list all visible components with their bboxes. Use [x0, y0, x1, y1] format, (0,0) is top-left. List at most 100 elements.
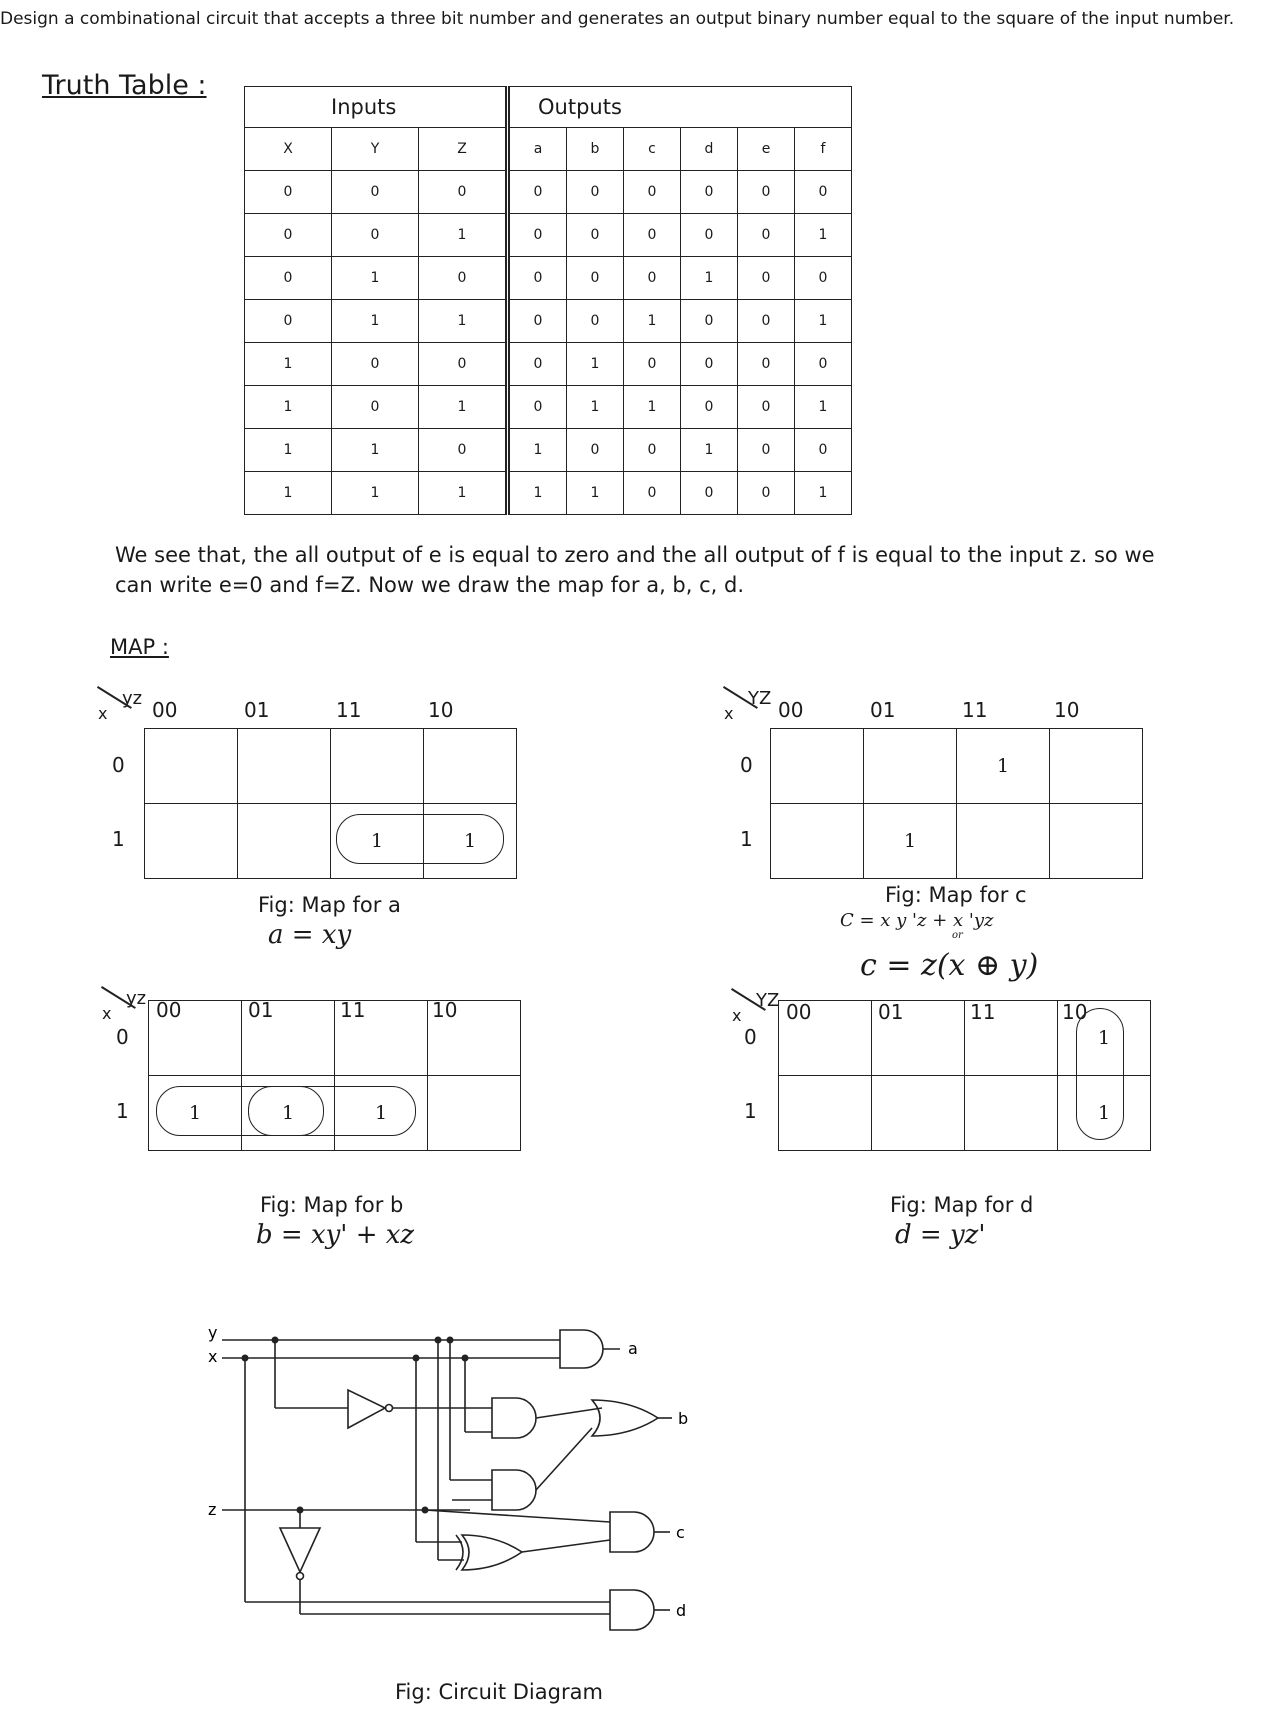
kmap-b-row-label: 0	[116, 1025, 129, 1049]
col-header-e: e	[737, 127, 795, 171]
kmap-cell	[964, 1000, 1058, 1076]
col-header-y: Y	[331, 127, 419, 171]
kmap-a-row-label: 0	[112, 753, 125, 777]
map-section-title: MAP :	[110, 635, 169, 659]
truth-table-title: Truth Table :	[42, 70, 207, 101]
kmap-cell	[237, 803, 331, 879]
kmap-c-row-var: x	[724, 704, 734, 723]
table-cell: 1	[680, 256, 738, 300]
kmap-a-row-var: x	[98, 704, 108, 723]
kmap-cell	[241, 1000, 335, 1076]
output-label-d: d	[676, 1601, 686, 1620]
kmap-a-col-label: 01	[244, 698, 270, 722]
kmap-c-row-label: 0	[740, 753, 753, 777]
circuit-diagram: y x z a b c d	[208, 1323, 688, 1631]
table-cell: 0	[331, 342, 419, 386]
table-cell: 0	[794, 428, 852, 472]
table-cell: 1	[566, 385, 624, 429]
kmap-a-group-loop	[336, 814, 504, 864]
problem-statement: Design a combinational circuit that acce…	[0, 9, 1235, 29]
table-cell: 0	[794, 256, 852, 300]
kmap-cell	[330, 728, 424, 804]
table-cell: 0	[507, 170, 567, 214]
table-cell: 1	[507, 471, 567, 515]
kmap-c-col-label: 00	[778, 698, 804, 722]
kmap-d-col-var: YZ	[756, 990, 780, 1011]
table-cell: 0	[680, 170, 738, 214]
table-cell: 1	[331, 471, 419, 515]
kmap-c-equation-2: c = z(x ⊕ y)	[860, 948, 1039, 983]
table-cell: 1	[244, 342, 332, 386]
table-cell: 1	[418, 471, 510, 515]
kmap-cell	[1049, 728, 1143, 804]
kmap-cell	[237, 728, 331, 804]
col-header-a: a	[507, 127, 567, 171]
table-cell: 0	[331, 213, 419, 257]
table-cell: 1	[566, 471, 624, 515]
table-cell: 0	[507, 213, 567, 257]
table-cell: 1	[794, 385, 852, 429]
kmap-a-col-label: 11	[336, 698, 362, 722]
table-cell: 0	[566, 256, 624, 300]
kmap-cell	[871, 1075, 965, 1151]
table-cell: 0	[737, 170, 795, 214]
table-cell: 1	[418, 213, 510, 257]
kmap-b-row-var: x	[102, 1004, 112, 1023]
table-cell: 0	[737, 471, 795, 515]
table-cell: 0	[244, 299, 332, 343]
table-cell: 0	[507, 342, 567, 386]
table-cell: 0	[244, 256, 332, 300]
kmap-a-row-label: 1	[112, 827, 125, 851]
table-cell: 0	[623, 256, 681, 300]
kmap-row	[144, 728, 517, 804]
table-cell: 0	[507, 385, 567, 429]
kmap-cell	[144, 728, 238, 804]
col-header-c: c	[623, 127, 681, 171]
col-header-x: X	[244, 127, 332, 171]
table-cell: 0	[623, 170, 681, 214]
table-cell: 0	[566, 299, 624, 343]
kmap-b-group-loop	[156, 1086, 324, 1136]
table-cell: 1	[418, 385, 510, 429]
kmap-cell	[964, 1075, 1058, 1151]
table-cell: 0	[566, 170, 624, 214]
table-cell: 0	[737, 256, 795, 300]
table-cell: 0	[794, 342, 852, 386]
kmap-c-col-label: 01	[870, 698, 896, 722]
table-cell: 1	[331, 299, 419, 343]
table-cell: 1	[244, 428, 332, 472]
table-cell: 0	[418, 428, 510, 472]
kmap-cell: 1	[956, 728, 1050, 804]
table-cell: 0	[623, 213, 681, 257]
kmap-cell: 1	[423, 803, 517, 879]
input-label-y: y	[208, 1323, 217, 1342]
kmap-row: 1	[770, 728, 1143, 804]
kmap-cell	[1049, 803, 1143, 879]
table-cell: 1	[244, 471, 332, 515]
kmap-cell	[871, 1000, 965, 1076]
table-cell: 1	[794, 471, 852, 515]
kmap-row	[148, 1000, 521, 1076]
kmap-a-col-var: yz	[122, 688, 143, 709]
kmap-b-row-label: 1	[116, 1099, 129, 1123]
kmap-d-row-var: x	[732, 1006, 742, 1025]
table-cell: 0	[623, 471, 681, 515]
table-cell: 1	[623, 385, 681, 429]
inputs-group-header: Inputs	[244, 86, 510, 128]
table-cell: 0	[418, 256, 510, 300]
kmap-cell	[778, 1000, 872, 1076]
kmap-a-caption: Fig: Map for a	[258, 893, 401, 917]
kmap-c-col-label: 10	[1054, 698, 1080, 722]
col-header-d: d	[680, 127, 738, 171]
output-label-b: b	[678, 1409, 688, 1428]
